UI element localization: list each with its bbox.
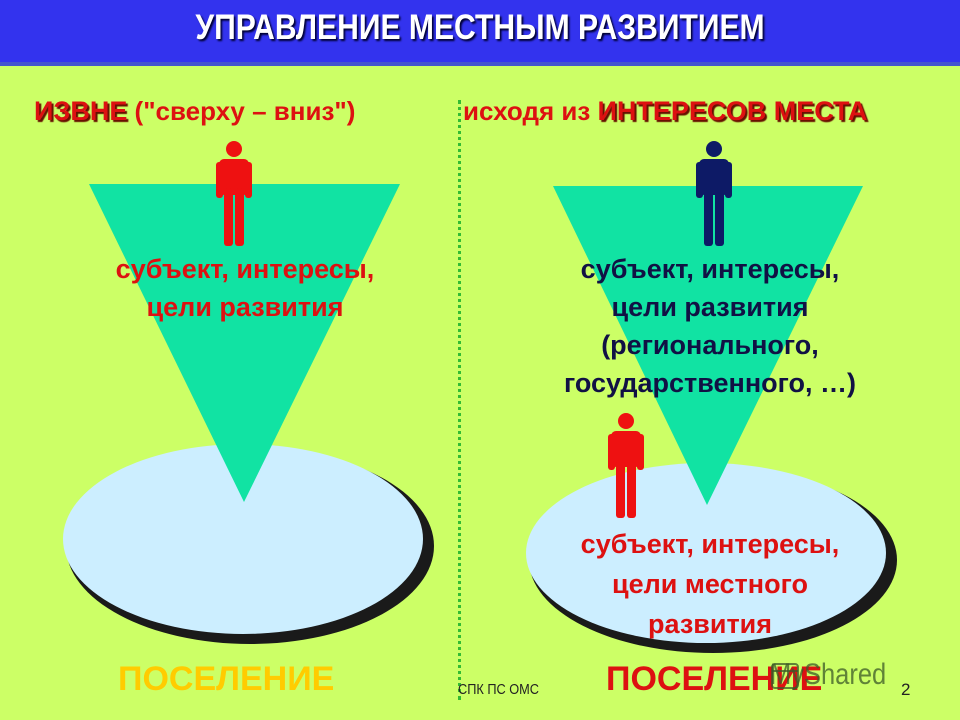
- panel-divider: [458, 100, 461, 700]
- local-subject-text: субъект, интересы, цели местного развити…: [510, 524, 910, 644]
- local-subject-line: субъект, интересы,: [580, 529, 840, 559]
- right-funnel-triangle: [553, 186, 863, 505]
- title-bar: УПРАВЛЕНИЕ МЕСТНЫМ РАЗВИТИЕМ: [0, 0, 960, 62]
- left-subject-line: субъект, интересы,: [115, 254, 375, 284]
- left-subject-line: цели развития: [146, 292, 344, 322]
- right-heading-emphasis: ИНТЕРЕСОВ МЕСТА: [597, 96, 868, 126]
- title-bar-underline: [0, 62, 960, 66]
- local-person-icon: [608, 413, 644, 518]
- watermark-logo-icon: [771, 663, 799, 689]
- slide-number: 2: [901, 680, 911, 699]
- left-heading-emphasis: ИЗВНЕ: [34, 96, 128, 126]
- local-subject-line: развития: [647, 609, 773, 639]
- left-subject-text: субъект, интересы, цели развития: [60, 250, 430, 326]
- right-heading-prefix: исходя из: [463, 96, 598, 126]
- left-settlement-label: ПОСЕЛЕНИЕ: [118, 660, 335, 698]
- left-heading: ИЗВНЕ ("сверху – вниз"): [34, 96, 355, 127]
- footer-label: СПК ПС ОМС: [458, 681, 540, 698]
- upper-subject-line: цели развития: [611, 292, 809, 322]
- local-subject-line: цели местного: [612, 569, 808, 599]
- left-settlement-ellipse: [63, 444, 423, 634]
- slide-title: УПРАВЛЕНИЕ МЕСТНЫМ РАЗВИТИЕМ: [195, 8, 765, 47]
- left-funnel-triangle: [89, 184, 400, 502]
- upper-subject-line: государственного, …): [563, 368, 857, 398]
- upper-subject-line: (регионального,: [601, 330, 819, 360]
- watermark-text: MyShared: [770, 658, 887, 691]
- upper-person-icon: [696, 141, 732, 246]
- left-person-icon: [216, 141, 252, 246]
- right-settlement-label: ПОСЕЛЕНИЕ: [606, 660, 823, 698]
- upper-subject-line: субъект, интересы,: [580, 254, 840, 284]
- left-heading-rest: ("сверху – вниз"): [127, 96, 356, 126]
- right-heading: исходя из ИНТЕРЕСОВ МЕСТА: [463, 96, 867, 127]
- upper-subject-text: субъект, интересы, цели развития (регион…: [510, 250, 910, 402]
